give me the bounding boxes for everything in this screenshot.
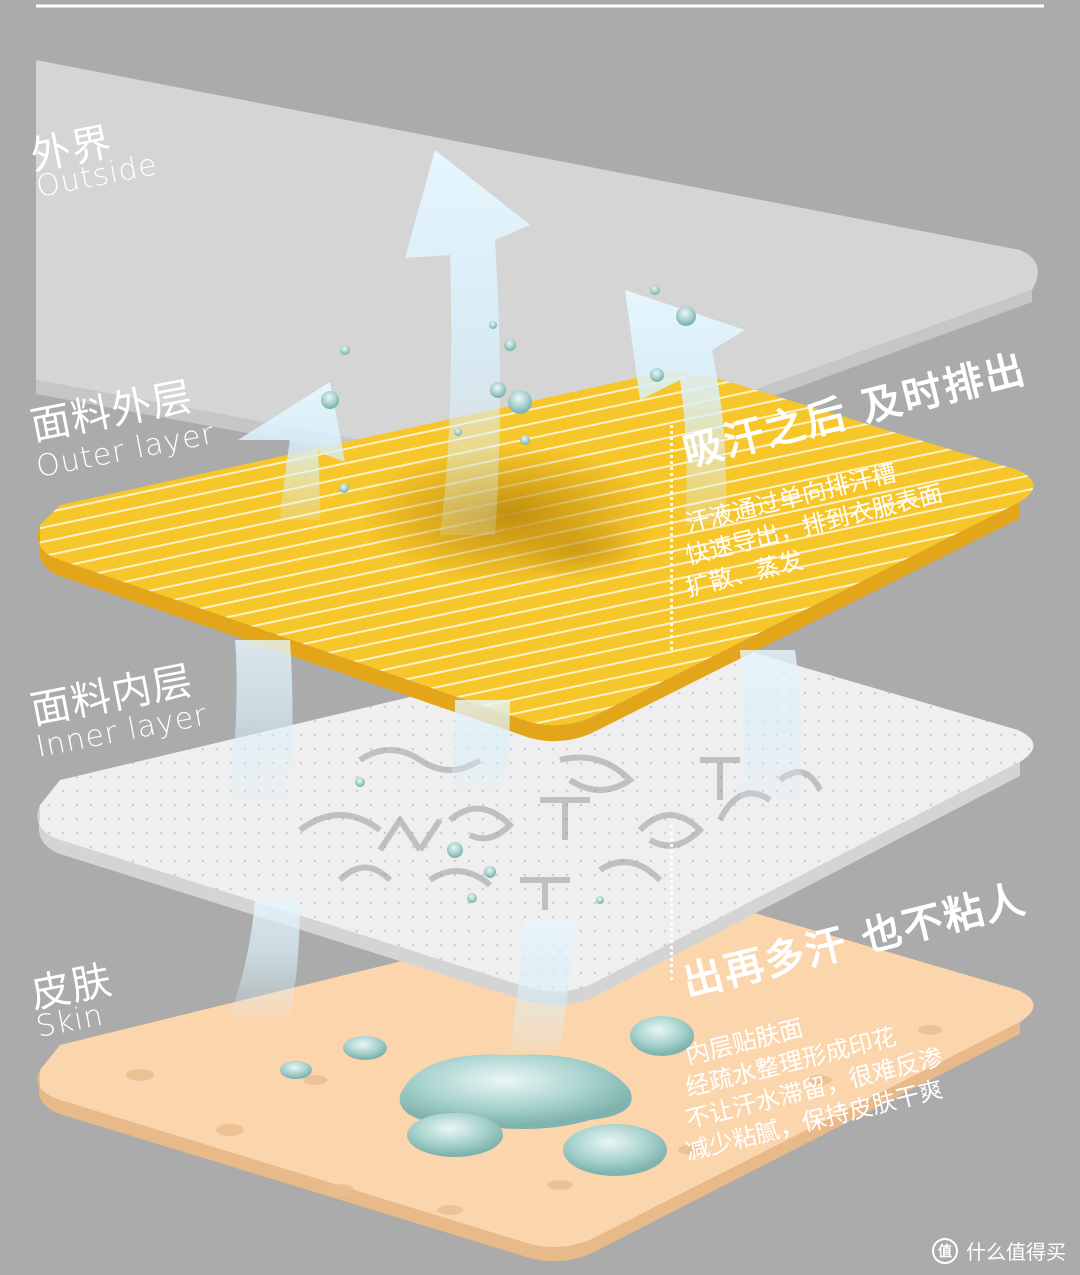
watermark-text: 什么值得买 [966,1240,1066,1264]
rising-droplets [321,285,696,904]
evaporation-arrows [238,150,745,535]
watermark: 值 什么值得买 [932,1236,1066,1265]
watermark-logo-icon: 值 [932,1237,958,1264]
skin-droplets [280,1016,694,1176]
wicking-arrows-lower [230,640,802,1050]
callout-line-top [670,425,673,650]
callout-line-bottom [670,825,673,980]
outer-sheet [37,371,1034,742]
